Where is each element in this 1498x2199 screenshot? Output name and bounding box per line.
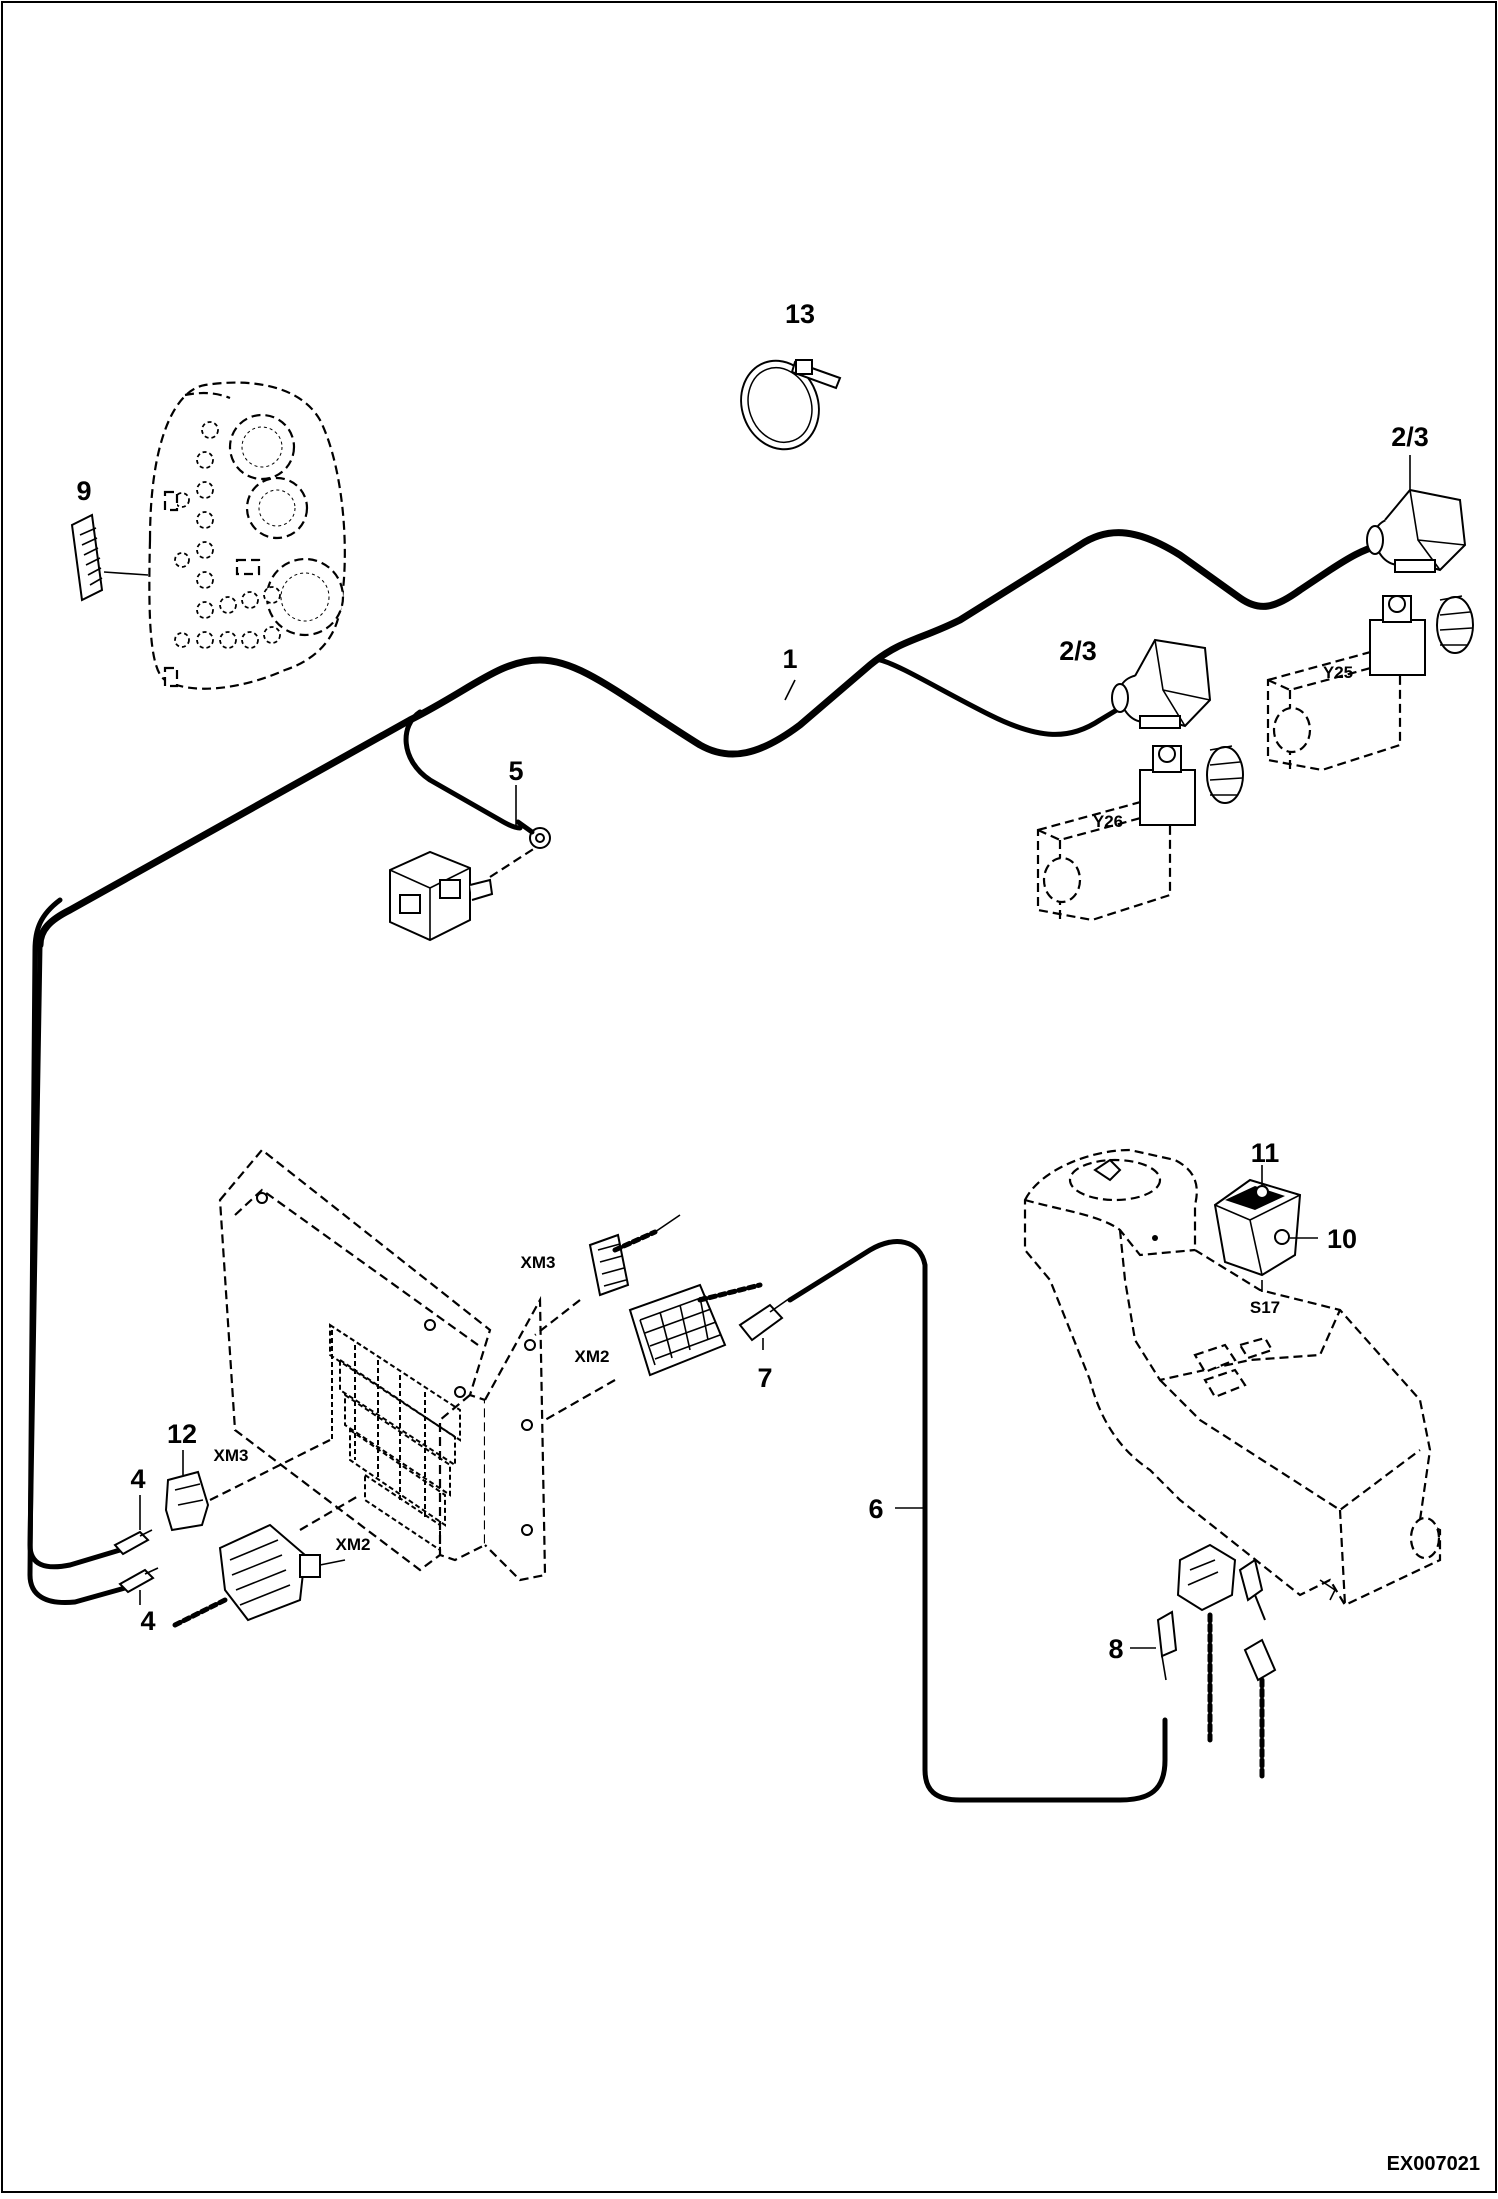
label-xm2-left: XM2 (336, 1535, 371, 1554)
switch-part (389, 847, 536, 942)
valve-y26-part (1036, 745, 1244, 922)
harness-1-drop-b (27, 897, 128, 1606)
callout-8: 8 (1108, 1634, 1123, 1664)
callout-11: 11 (1251, 1138, 1280, 1168)
cable-6 (787, 1239, 1168, 1803)
label-xm2-panel: XM2 (575, 1347, 610, 1366)
valve-y25-part (1266, 595, 1474, 772)
terminal-8-part (1130, 1610, 1178, 1681)
connector-xm2-left-part (172, 1494, 361, 1628)
harness-1-main (36, 529, 1384, 949)
callout-7: 7 (757, 1363, 772, 1393)
console-part (1023, 1148, 1442, 1607)
document-id: EX007021 (1387, 2153, 1480, 2175)
connector-xm3-panel-part (534, 1214, 681, 1336)
connector-2-3-upper-part (1366, 455, 1467, 573)
callout-2-3-upper: 2/3 (1391, 422, 1429, 452)
callout-13: 13 (785, 299, 815, 329)
leader-9 (103, 571, 149, 576)
terminal-4-upper-part (113, 1495, 153, 1556)
callout-9: 9 (76, 476, 91, 506)
callout-6: 6 (868, 1494, 883, 1524)
connector-9-part (70, 513, 149, 602)
relay-panel-part (218, 1148, 547, 1582)
label-y26: Y26 (1093, 812, 1123, 831)
callout-12: 12 (167, 1419, 197, 1449)
connector-12-part (164, 1439, 331, 1532)
terminal-4-lower-part (118, 1567, 159, 1605)
label-y25: Y25 (1323, 663, 1353, 682)
callout-1: 1 (782, 644, 797, 674)
harness-1-branch-lower (877, 657, 1128, 737)
harness-1-branch-ground (403, 709, 523, 831)
callout-4-lower: 4 (140, 1606, 155, 1636)
ground-terminal-5-part (515, 785, 551, 849)
label-xm3-left: XM3 (214, 1446, 249, 1465)
connector-console-part (1176, 1543, 1277, 1783)
connector-2-3-lower-part (1111, 638, 1212, 729)
callout-4-upper: 4 (130, 1464, 145, 1494)
harness-1-drop (27, 942, 123, 1570)
connector-xm2-panel-part (544, 1282, 763, 1421)
callout-10: 10 (1327, 1224, 1357, 1254)
cable-tie-part (740, 359, 842, 451)
callout-2-3-lower: 2/3 (1059, 636, 1097, 666)
label-s17: S17 (1250, 1298, 1280, 1317)
callout-5: 5 (508, 756, 523, 786)
instrument-panel-part (148, 381, 346, 690)
label-xm3-panel: XM3 (521, 1253, 556, 1272)
switch-s17-part (1213, 1165, 1318, 1292)
connector-7-part (738, 1297, 791, 1350)
leader-1 (784, 679, 796, 701)
